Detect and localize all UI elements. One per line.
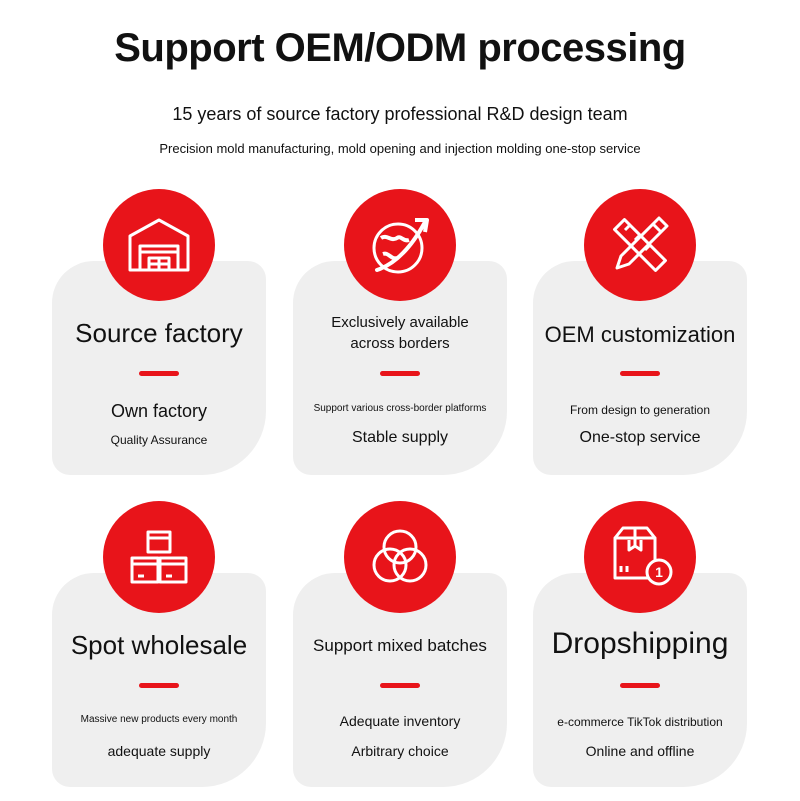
card-line-1: Adequate inventory: [339, 713, 461, 729]
card-line-1: From design to generation: [569, 403, 711, 417]
card-line-2: Stable supply: [351, 429, 449, 446]
card-line-1: Support various cross-border platforms: [313, 403, 487, 414]
icon-circle: 1: [584, 501, 696, 613]
icon-circle: [344, 501, 456, 613]
stacked-boxes-icon: [130, 530, 188, 584]
card-line-2: Quality Assurance: [110, 433, 208, 447]
card-title: OEM customization: [544, 322, 736, 347]
accent-divider: [620, 371, 660, 376]
warehouse-icon: [128, 218, 190, 272]
card-title-line-2: across borders: [350, 335, 450, 352]
accent-divider: [620, 683, 660, 688]
accent-divider: [139, 683, 179, 688]
page-title: Support OEM/ODM processing: [114, 26, 686, 70]
overlapping-circles-icon: [372, 529, 428, 583]
card-cross-border: Exclusively available across borders Sup…: [293, 189, 533, 489]
card-spot-wholesale: Spot wholesale Massive new products ever…: [52, 501, 292, 801]
package-badge-icon: 1: [613, 526, 673, 586]
accent-divider: [139, 371, 179, 376]
globe-arrow-icon: [372, 218, 429, 274]
card-title-line-1: Exclusively available: [331, 314, 469, 331]
card-title: Spot wholesale: [70, 630, 248, 660]
page-subtitle: 15 years of source factory professional …: [172, 104, 628, 124]
icon-circle: [584, 189, 696, 301]
card-dropshipping: 1 Dropshipping e-commerce TikTok distrib…: [533, 501, 773, 801]
card-title: Support mixed batches: [313, 636, 487, 655]
card-source-factory: Source factory Own factory Quality Assur…: [52, 189, 292, 489]
card-line-1: Massive new products every month: [80, 714, 238, 725]
accent-divider: [380, 371, 420, 376]
icon-circle: [103, 189, 215, 301]
card-title: Source factory: [75, 318, 243, 348]
accent-divider: [380, 683, 420, 688]
icon-circle: [344, 189, 456, 301]
pencil-ruler-icon: [613, 216, 669, 272]
card-mixed-batches: Support mixed batches Adequate inventory…: [293, 501, 533, 801]
card-line-1: e-commerce TikTok distribution: [557, 715, 723, 729]
card-line-2: Arbitrary choice: [351, 743, 449, 759]
card-oem-customization: OEM customization From design to generat…: [533, 189, 773, 489]
page-tagline: Precision mold manufacturing, mold openi…: [159, 141, 641, 156]
card-title: Dropshipping: [551, 627, 729, 660]
icon-circle: [103, 501, 215, 613]
card-line-1: Own factory: [110, 401, 208, 421]
card-line-2: One-stop service: [579, 429, 701, 446]
card-line-2: Online and offline: [585, 743, 695, 759]
card-line-2: adequate supply: [107, 743, 211, 759]
package-badge-count: 1: [655, 564, 663, 580]
